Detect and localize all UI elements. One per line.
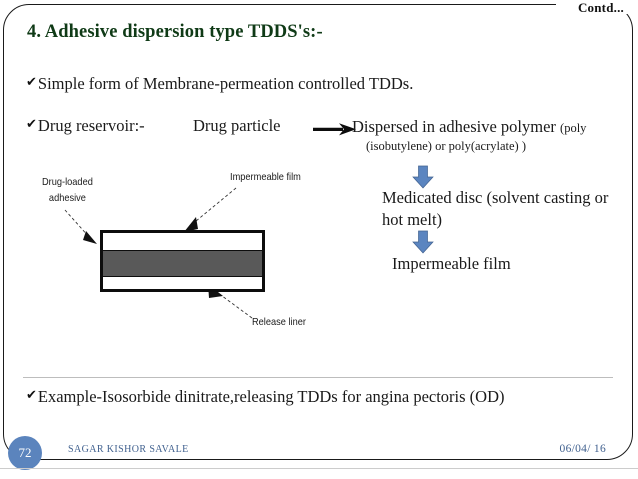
footer-author: SAGAR KISHOR SAVALE bbox=[68, 444, 189, 455]
diagram-label-drug-loaded-adhesive: Drug-loaded adhesive bbox=[42, 174, 93, 207]
bullet-item-2-label: Drug reservoir:- bbox=[37, 116, 145, 135]
down-arrow-icon bbox=[410, 164, 436, 190]
checkmark-icon: ✔ bbox=[26, 117, 37, 132]
diagram-leader-lines bbox=[64, 187, 253, 319]
flow-target-paren: (poly bbox=[560, 121, 587, 135]
bullet-item-1: ✔ Simple form of Membrane-permeation con… bbox=[26, 74, 413, 94]
bullet-item-2: ✔ Drug reservoir:- bbox=[26, 116, 145, 136]
bullet-item-1-label: Simple form of Membrane-permeation contr… bbox=[37, 74, 414, 93]
right-arrow-icon bbox=[313, 122, 357, 136]
footer-date: 06/04/ 16 bbox=[559, 443, 606, 455]
checkmark-icon: ✔ bbox=[26, 388, 37, 403]
flow-source-label: Drug particle bbox=[193, 116, 281, 135]
diagram-label-impermeable-film: Impermeable film bbox=[230, 171, 301, 183]
continued-label: Contd... bbox=[577, 0, 624, 15]
diagram-label-line-2: adhesive bbox=[48, 192, 86, 205]
diagram-label-release-liner: Release liner bbox=[252, 316, 306, 328]
diagram-label-line-1: Drug-loaded bbox=[42, 176, 93, 188]
content-divider bbox=[23, 377, 613, 378]
checkmark-icon: ✔ bbox=[26, 75, 37, 90]
flow-step-3-label: Impermeable film bbox=[392, 254, 511, 273]
flow-target-text: Dispersed in adhesive polymer (poly (iso… bbox=[352, 115, 620, 156]
patch-layer-stack bbox=[100, 230, 265, 292]
patch-drug-adhesive-layer bbox=[103, 250, 262, 277]
down-arrow-icon bbox=[410, 229, 436, 255]
flow-step-2-label: Medicated disc (solvent casting or hot m… bbox=[382, 188, 609, 230]
frame-gap-mask bbox=[556, 0, 630, 14]
flow-target-line2: (isobutylene) or poly(acrylate) ) bbox=[366, 139, 527, 154]
bullet-item-3: ✔ Example-Isosorbide dinitrate,releasing… bbox=[26, 387, 505, 407]
flow-target-main: Dispersed in adhesive polymer bbox=[352, 117, 556, 136]
page-number-badge: 72 bbox=[8, 436, 42, 470]
page-title: 4. Adhesive dispersion type TDDS's:- bbox=[27, 22, 323, 42]
page-bottom-rule bbox=[0, 468, 638, 469]
bullet-item-3-label: Example-Isosorbide dinitrate,releasing T… bbox=[37, 387, 505, 406]
patch-cross-section-diagram: Drug-loaded adhesive Impermeable film Re… bbox=[28, 168, 358, 343]
